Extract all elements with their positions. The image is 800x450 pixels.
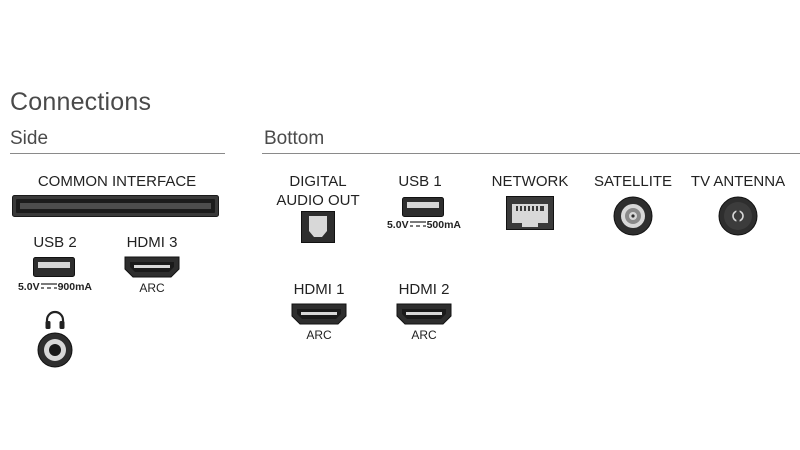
hdmi-icon xyxy=(396,303,452,325)
dc-symbol-icon xyxy=(40,283,57,289)
hdmi2-label: HDMI 2 xyxy=(398,281,450,298)
usb1-port xyxy=(402,197,444,217)
page-title: Connections xyxy=(10,88,152,116)
hdmi-icon xyxy=(124,256,180,278)
satellite-label: SATELLITE xyxy=(593,173,673,190)
dc-symbol-icon xyxy=(409,221,426,227)
hdmi1-arc: ARC xyxy=(306,328,332,342)
headphone-symbol xyxy=(44,310,66,330)
optical-port xyxy=(301,211,335,243)
tv-antenna-label: TV ANTENNA xyxy=(690,173,786,190)
hdmi3-label: HDMI 3 xyxy=(126,234,178,251)
digital-audio-label-line2: AUDIO OUT xyxy=(276,192,360,209)
digital-audio-label: DIGITAL AUDIO OUT xyxy=(262,172,374,210)
usb-icon xyxy=(33,257,75,277)
usb1-spec: 5.0V 500mA xyxy=(376,219,472,231)
tv-antenna-port xyxy=(717,195,759,237)
ci-slot-icon xyxy=(12,195,219,217)
side-divider xyxy=(10,153,225,154)
network-port xyxy=(506,196,554,230)
network-label: NETWORK xyxy=(491,173,569,190)
hdmi1-port xyxy=(291,303,347,325)
usb2-port xyxy=(33,257,75,277)
usb2-label: USB 2 xyxy=(33,234,77,251)
usb1-current: 500mA xyxy=(426,219,462,231)
hdmi3-port xyxy=(124,256,180,278)
hdmi2-arc: ARC xyxy=(411,328,437,342)
usb1-voltage: 5.0V xyxy=(386,219,409,231)
common-interface-slot xyxy=(12,195,219,217)
common-interface-label: COMMON INTERFACE xyxy=(37,173,197,190)
usb-icon xyxy=(402,197,444,217)
antenna-connector-icon xyxy=(718,196,758,236)
usb2-voltage: 5.0V xyxy=(17,281,40,293)
digital-audio-label-line1: DIGITAL xyxy=(289,173,347,190)
headphone-icon xyxy=(45,310,65,329)
hdmi-icon xyxy=(291,303,347,325)
audio-jack-icon xyxy=(37,332,73,368)
ethernet-icon xyxy=(506,196,554,230)
hdmi1-label: HDMI 1 xyxy=(293,281,345,298)
optical-audio-icon xyxy=(301,211,335,243)
usb2-spec: 5.0V 900mA xyxy=(8,281,102,293)
usb2-current: 900mA xyxy=(57,281,93,293)
satellite-port xyxy=(612,195,654,237)
section-heading-side: Side xyxy=(10,128,49,149)
hdmi3-arc: ARC xyxy=(139,281,165,295)
hdmi2-port xyxy=(396,303,452,325)
usb1-label: USB 1 xyxy=(398,173,442,190)
section-heading-bottom: Bottom xyxy=(264,128,325,149)
bottom-divider xyxy=(262,153,800,154)
headphone-jack xyxy=(35,331,75,369)
satellite-connector-icon xyxy=(613,196,653,236)
